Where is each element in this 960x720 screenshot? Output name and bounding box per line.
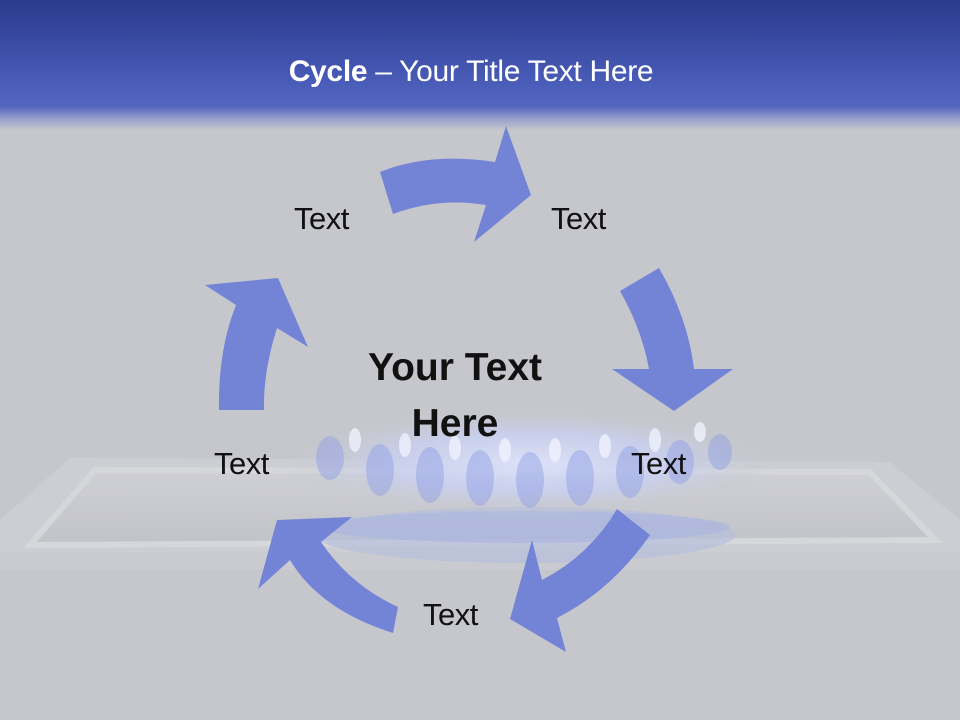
cycle-label-top-left: Text — [294, 201, 349, 236]
cycle-arrow-bottom-right-icon — [510, 509, 650, 652]
slide-title: Cycle – Your Title Text Here — [0, 55, 942, 89]
cycle-label-top-right: Text — [551, 201, 606, 236]
cycle-label-right: Text — [631, 446, 686, 481]
header-band — [0, 0, 960, 130]
title-rest: – Your Title Text Here — [367, 55, 654, 88]
cycle-arrow-right-icon — [612, 268, 733, 411]
cycle-label-bottom: Text — [423, 597, 478, 632]
cycle-arrow-bottom-left-icon — [258, 517, 398, 633]
center-text-line-2: Here — [411, 402, 499, 445]
center-text: Your Text Here — [335, 340, 575, 452]
cycle-arrow-left-icon — [205, 278, 308, 410]
center-text-line-1: Your Text — [367, 346, 543, 389]
cycle-label-left: Text — [214, 446, 269, 481]
cycle-arrow-top-icon — [380, 126, 531, 242]
title-bold: Cycle — [288, 55, 368, 88]
